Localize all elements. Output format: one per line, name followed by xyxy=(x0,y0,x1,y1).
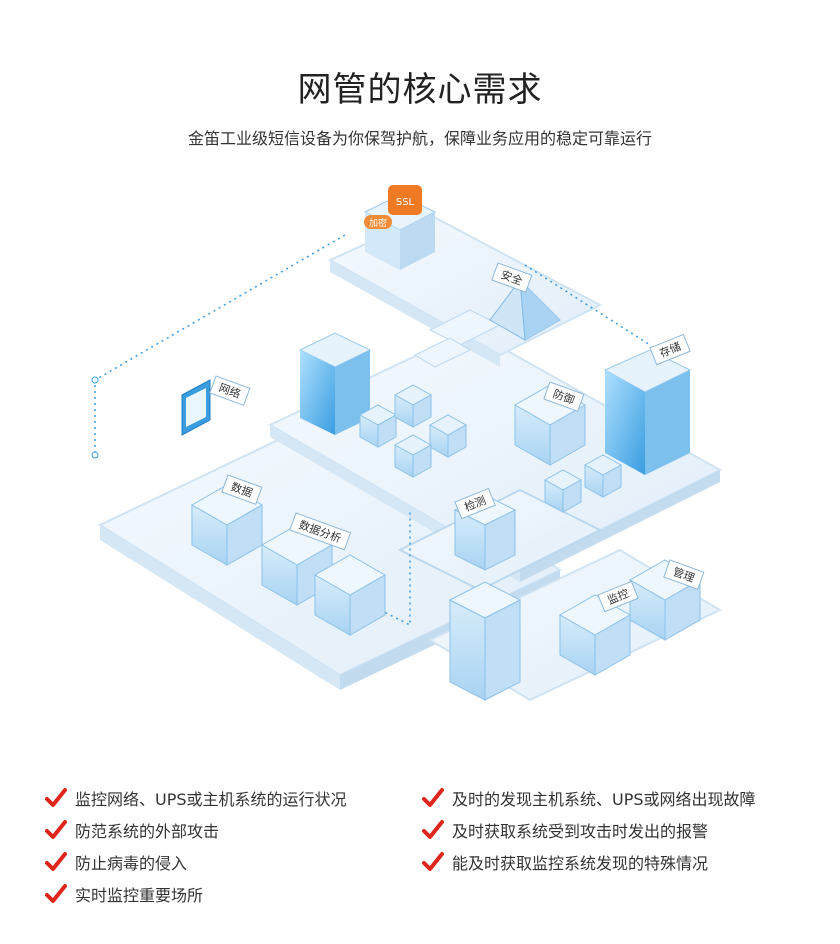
security-pyramid xyxy=(489,279,561,341)
feature-item: 防范系统的外部攻击 xyxy=(45,818,219,842)
connection-storage xyxy=(524,264,651,346)
defense-cube xyxy=(513,384,587,466)
label-network: 网络 xyxy=(209,375,251,406)
feature-item: 及时获取系统受到攻击时发出的报警 xyxy=(422,818,708,842)
feature-text: 防范系统的外部攻击 xyxy=(75,822,220,841)
analysis-cube-2 xyxy=(313,554,387,636)
feature-item: 实时监控重要场所 xyxy=(45,882,203,906)
svg-text:加密: 加密 xyxy=(369,217,387,229)
feature-text: 及时的发现主机系统、UPS或网络出现故障 xyxy=(452,790,756,809)
check-icon xyxy=(422,788,444,807)
page-subtitle: 金笛工业级短信设备为你保驾护航，保障业务应用的稳定可靠运行 xyxy=(187,129,652,148)
ssl-server: SSL 加密 xyxy=(363,185,437,270)
feature-text: 防止病毒的侵入 xyxy=(75,854,188,873)
feature-text: 及时获取系统受到攻击时发出的报警 xyxy=(452,822,709,841)
feature-text: 实时监控重要场所 xyxy=(75,886,204,905)
detect-column xyxy=(448,494,522,701)
label-detect: 检测 xyxy=(454,487,496,520)
svg-text:网络: 网络 xyxy=(217,380,242,401)
check-icon xyxy=(45,820,67,839)
feature-item: 能及时获取监控系统发现的特殊情况 xyxy=(422,850,708,874)
network-monitor-icon xyxy=(181,379,211,436)
check-icon xyxy=(422,820,444,839)
label-security: 安全 xyxy=(491,262,533,293)
check-icon xyxy=(45,852,67,871)
label-manage: 管理 xyxy=(663,559,705,590)
lock-badge-icon xyxy=(364,215,392,229)
feature-item: 及时的发现主机系统、UPS或网络出现故障 xyxy=(422,786,756,810)
check-icon xyxy=(422,852,444,871)
server-rack xyxy=(298,332,372,435)
vm-cluster xyxy=(358,384,623,513)
feature-text: 能及时获取监控系统发现的特殊情况 xyxy=(452,854,709,873)
feature-item: 防止病毒的侵入 xyxy=(45,850,187,874)
feature-text: 监控网络、UPS或主机系统的运行状况 xyxy=(75,790,347,809)
feature-item: 监控网络、UPS或主机系统的运行状况 xyxy=(45,786,347,810)
network-illustration: SSL 加密 xyxy=(0,170,840,770)
check-icon xyxy=(45,884,67,903)
label-monitor: 监控 xyxy=(597,580,639,613)
label-storage: 存储 xyxy=(649,333,691,366)
svg-text:SSL: SSL xyxy=(396,197,415,208)
ssl-badge-icon xyxy=(388,185,422,215)
storage-rack xyxy=(603,349,692,475)
page-title: 网管的核心需求 xyxy=(297,70,543,110)
label-data: 数据 xyxy=(221,474,263,505)
check-icon xyxy=(45,788,67,807)
label-defense: 防御 xyxy=(543,381,585,412)
